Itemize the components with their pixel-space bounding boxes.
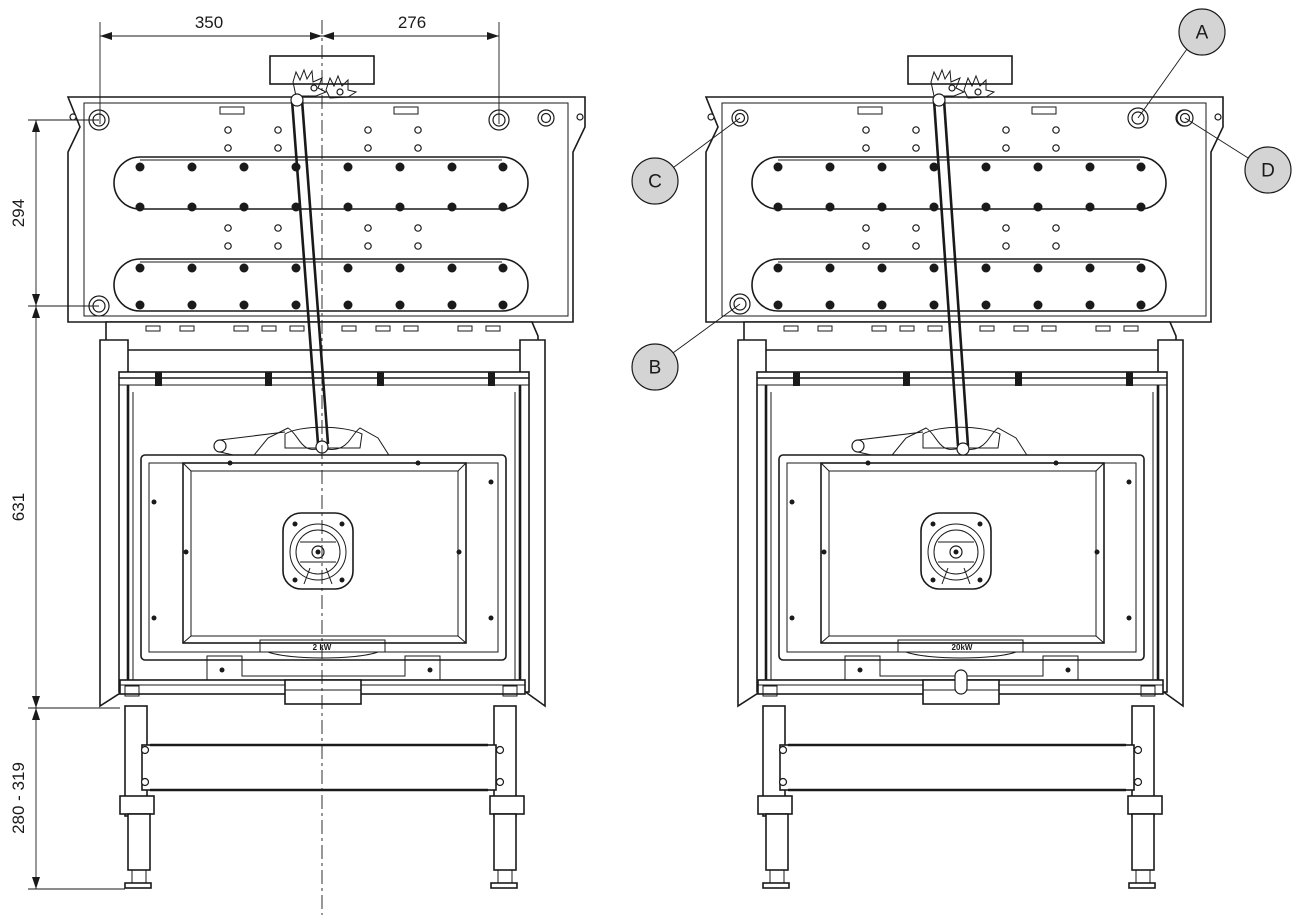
power-label-right: 20kW — [952, 643, 973, 652]
dim-276-label: 276 — [398, 13, 426, 32]
dimension-width-right: 276 — [322, 13, 500, 124]
callout-b: B — [631, 303, 741, 391]
control-rod-right — [932, 93, 970, 695]
callout-d: D — [1184, 117, 1292, 194]
callout-b-label: B — [649, 358, 662, 379]
callout-a-label: A — [1196, 23, 1209, 44]
dimension-width-left: 350 — [99, 13, 322, 124]
dim-280-319-label: 280 - 319 — [9, 762, 28, 834]
dimension-heights: 294 631 280 - 319 — [9, 119, 125, 890]
dim-294-label: 294 — [9, 199, 28, 227]
callout-c: C — [631, 117, 741, 205]
dim-350-label: 350 — [195, 13, 223, 32]
callout-a: A — [1137, 8, 1226, 119]
stove-front-view-right — [704, 54, 1225, 890]
callout-c-label: C — [648, 172, 662, 193]
callout-d-label: D — [1261, 161, 1275, 182]
stove-front-view-left — [66, 54, 587, 890]
dim-631-label: 631 — [9, 493, 28, 521]
